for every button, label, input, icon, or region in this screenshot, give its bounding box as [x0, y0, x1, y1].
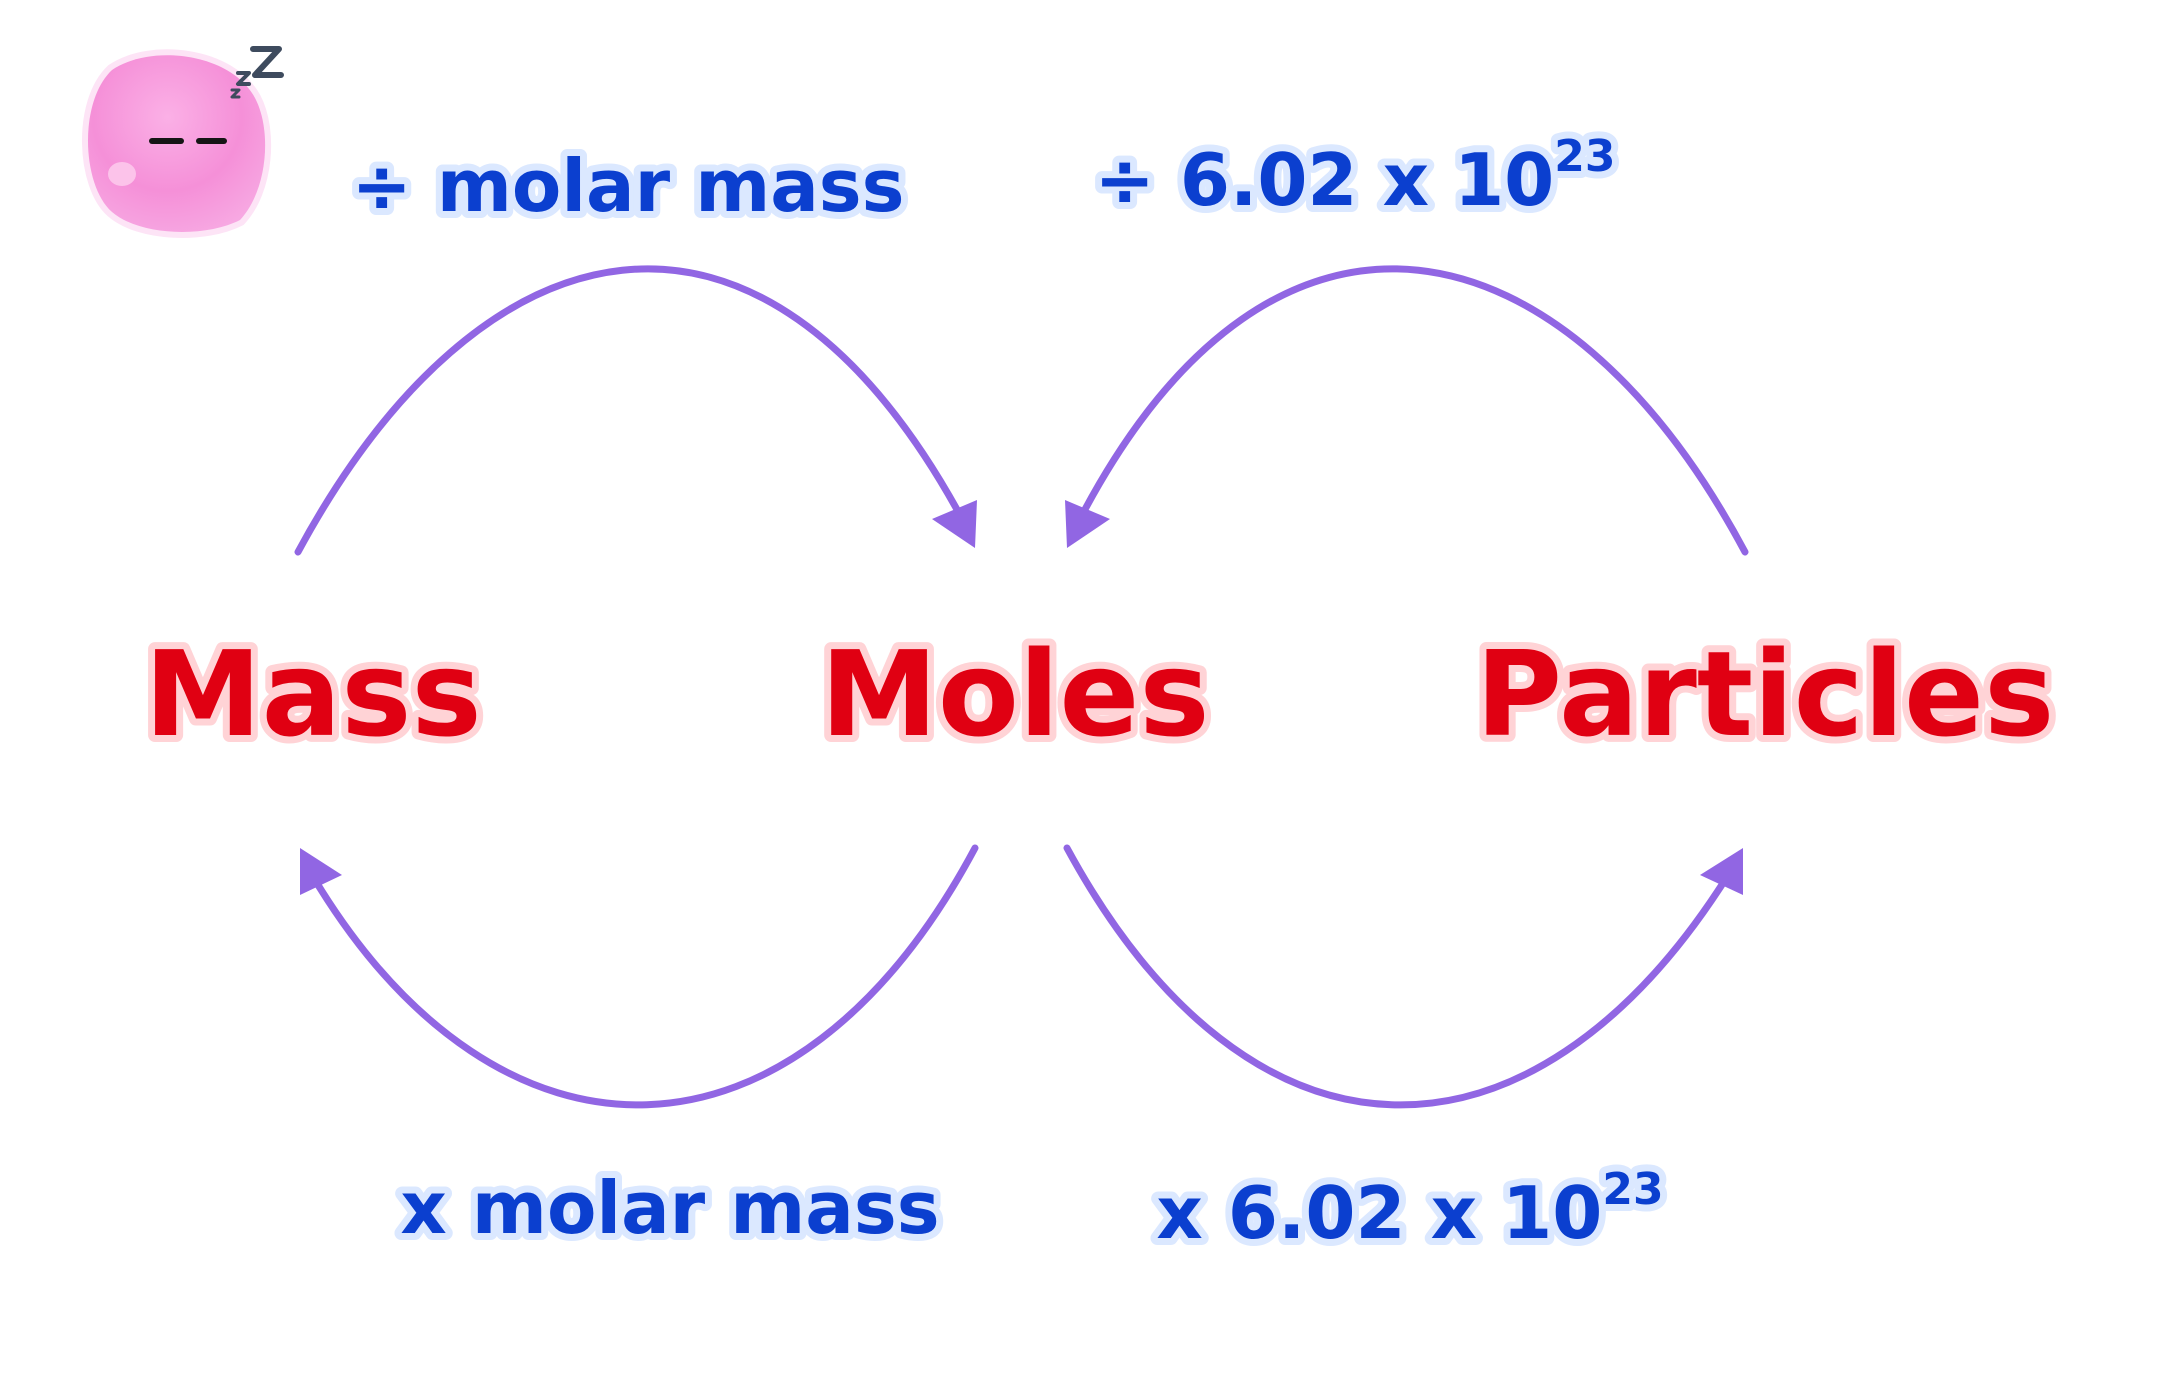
arrow-particles-to-moles [1065, 265, 1749, 556]
label-divide-avogadro-exponent: 23 [1554, 131, 1615, 182]
label-divide-avogadro: ÷ 6.02 x 1023 [1094, 131, 1615, 222]
node-particles: Particles [1476, 625, 2055, 763]
node-mass: Mass [144, 625, 482, 763]
node-moles: Moles [820, 625, 1209, 763]
arrow-moles-to-mass [300, 844, 979, 1109]
arrow-mass-to-moles [294, 265, 977, 556]
label-multiply-avogadro-base: x 6.02 x 10 [1156, 1171, 1602, 1255]
label-multiply-molar-mass: x molar mass [400, 1166, 939, 1250]
label-multiply-avogadro: x 6.02 x 1023 [1156, 1164, 1663, 1255]
label-divide-avogadro-base: ÷ 6.02 x 10 [1094, 138, 1554, 222]
label-multiply-avogadro-exponent: 23 [1602, 1164, 1663, 1215]
label-divide-molar-mass: ÷ molar mass [351, 144, 904, 228]
arrow-moles-to-particles [1063, 844, 1743, 1109]
sleeping-blob-icon [82, 46, 284, 238]
